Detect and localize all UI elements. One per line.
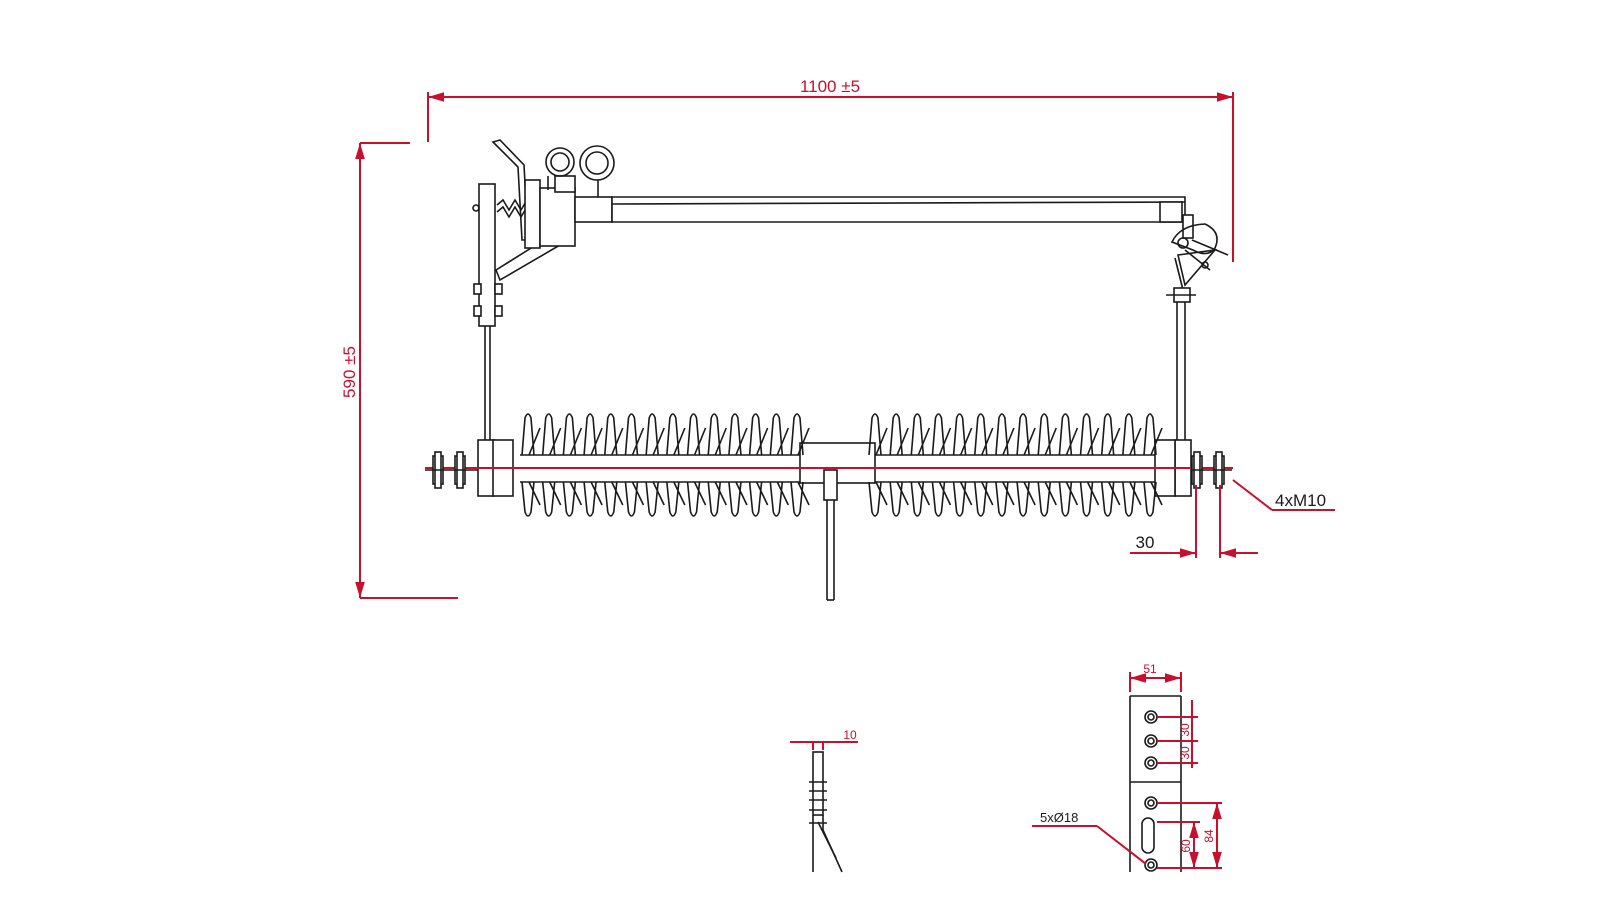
shed-left-3 [562,413,583,517]
bolt-spacing-label: 30 [1136,533,1155,552]
plate-spacing-1-label: 30 [1178,723,1192,737]
plate-slot-offset-label: 84 [1202,829,1216,843]
shed-right-6 [973,413,994,517]
shed-right-13 [1122,413,1142,517]
plate-holes-label: 5xØ18 [1040,810,1078,825]
shed-left-11 [728,413,748,517]
shed-right-1 [868,413,888,517]
shed-left-9 [686,413,707,517]
shed-right-4 [931,413,952,517]
insulator-core [520,442,1155,601]
shed-right-12 [1100,413,1121,517]
shed-right-2 [889,413,909,517]
left-end-bolts [425,451,478,489]
right-end-bolts [1191,451,1232,489]
plate-spacing-2-label: 30 [1178,746,1192,760]
shed-left-13 [769,413,790,517]
insulator-sheds [521,413,1163,517]
shed-right-11 [1079,413,1100,517]
plate-slot-length-label: 60 [1179,839,1193,853]
right-contact [1170,214,1229,291]
shed-right-5 [952,413,973,517]
right-support-rod [1154,287,1196,497]
shed-left-2 [541,413,562,517]
overall-width-dimension: 1100 ±5 [427,77,1234,262]
section-thickness-label: 10 [843,728,857,742]
plate-detail: 51 30 30 60 84 5xØ18 [1032,662,1222,872]
section-detail: 10 [790,728,858,873]
left-mounting-plate [472,183,514,497]
shed-left-14 [790,413,810,517]
shed-left-10 [707,413,727,517]
overall-width-label: 1100 ±5 [800,77,860,96]
shed-right-3 [910,413,931,517]
spring-mechanism [491,139,576,282]
bolts-label: 4xM10 [1275,491,1326,510]
overall-height-dimension: 590 ±5 [340,142,458,599]
shed-right-9 [1037,413,1057,517]
shed-left-5 [603,413,624,517]
plate-width-label: 51 [1143,662,1157,676]
overall-height-label: 590 ±5 [340,346,359,398]
shed-left-8 [666,413,686,517]
shed-left-4 [583,413,603,517]
shed-right-10 [1058,413,1079,517]
shed-right-8 [1016,413,1036,517]
bolt-spacing-dimension: 30 [1130,485,1258,558]
blade-arm [574,196,1186,223]
shed-left-12 [748,413,769,517]
lifting-rings [545,145,615,197]
shed-right-14 [1143,413,1163,517]
shed-left-7 [645,413,665,517]
bolts-callout: 4xM10 [1232,479,1335,511]
shed-left-1 [521,413,541,517]
shed-left-6 [624,413,645,517]
shed-right-7 [995,413,1015,517]
